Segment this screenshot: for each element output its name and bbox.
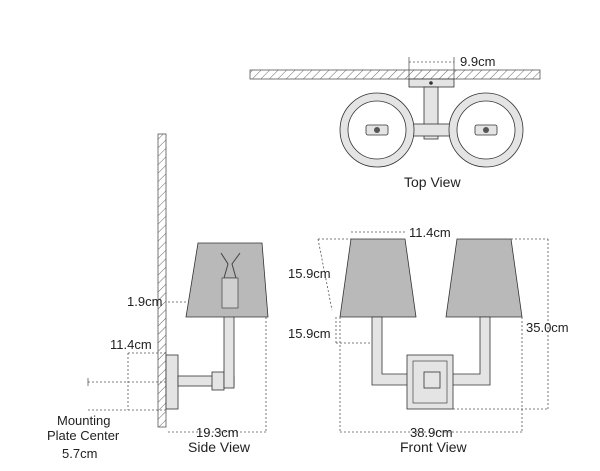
side-view-offset-label: 1.9cm	[127, 294, 162, 309]
side-view-post	[223, 315, 235, 389]
mounting-value: 5.7cm	[62, 446, 97, 461]
mounting-label-line1: Mounting	[57, 413, 110, 428]
top-view-depth-label: 9.9cm	[460, 54, 495, 69]
front-view: 11.4cm 15.9cm 15.9cm 35.0cm 38.9cm Front…	[288, 225, 569, 455]
top-view-screw	[429, 81, 433, 85]
front-view-shade-top-label: 11.4cm	[409, 225, 451, 240]
top-view-socket-right-dot	[483, 127, 489, 133]
front-view-shade-left	[339, 238, 417, 318]
side-view-wall	[157, 133, 167, 428]
top-view-title: Top View	[404, 174, 461, 190]
front-view-title: Front View	[400, 439, 468, 455]
side-view-plate-label: 11.4cm	[110, 337, 152, 352]
side-view-backplate	[165, 354, 179, 410]
front-view-shade-height-label: 15.9cm	[288, 266, 331, 281]
front-view-shade-right	[445, 238, 523, 318]
side-view: 1.9cm 11.4cm Mounting Plate Center 5.7cm…	[47, 133, 269, 461]
side-view-arm-knuckle	[211, 371, 225, 391]
front-view-center-knuckle	[423, 371, 441, 389]
side-view-depth-label: 19.3cm	[196, 425, 239, 440]
mounting-label-line2: Plate Center	[47, 428, 120, 443]
front-view-height-label: 35.0cm	[526, 320, 569, 335]
top-view-wall	[249, 69, 541, 80]
front-view-arm-drop-label: 15.9cm	[288, 326, 331, 341]
top-view-socket-left-dot	[374, 127, 380, 133]
side-view-title: Side View	[188, 439, 251, 455]
front-view-shade-height-line	[317, 238, 333, 311]
front-view-width-label: 38.9cm	[410, 425, 453, 440]
front-view-backplate-inner	[412, 360, 448, 404]
side-view-socket	[221, 277, 239, 309]
top-view: 9.9cm Top View	[249, 54, 541, 190]
